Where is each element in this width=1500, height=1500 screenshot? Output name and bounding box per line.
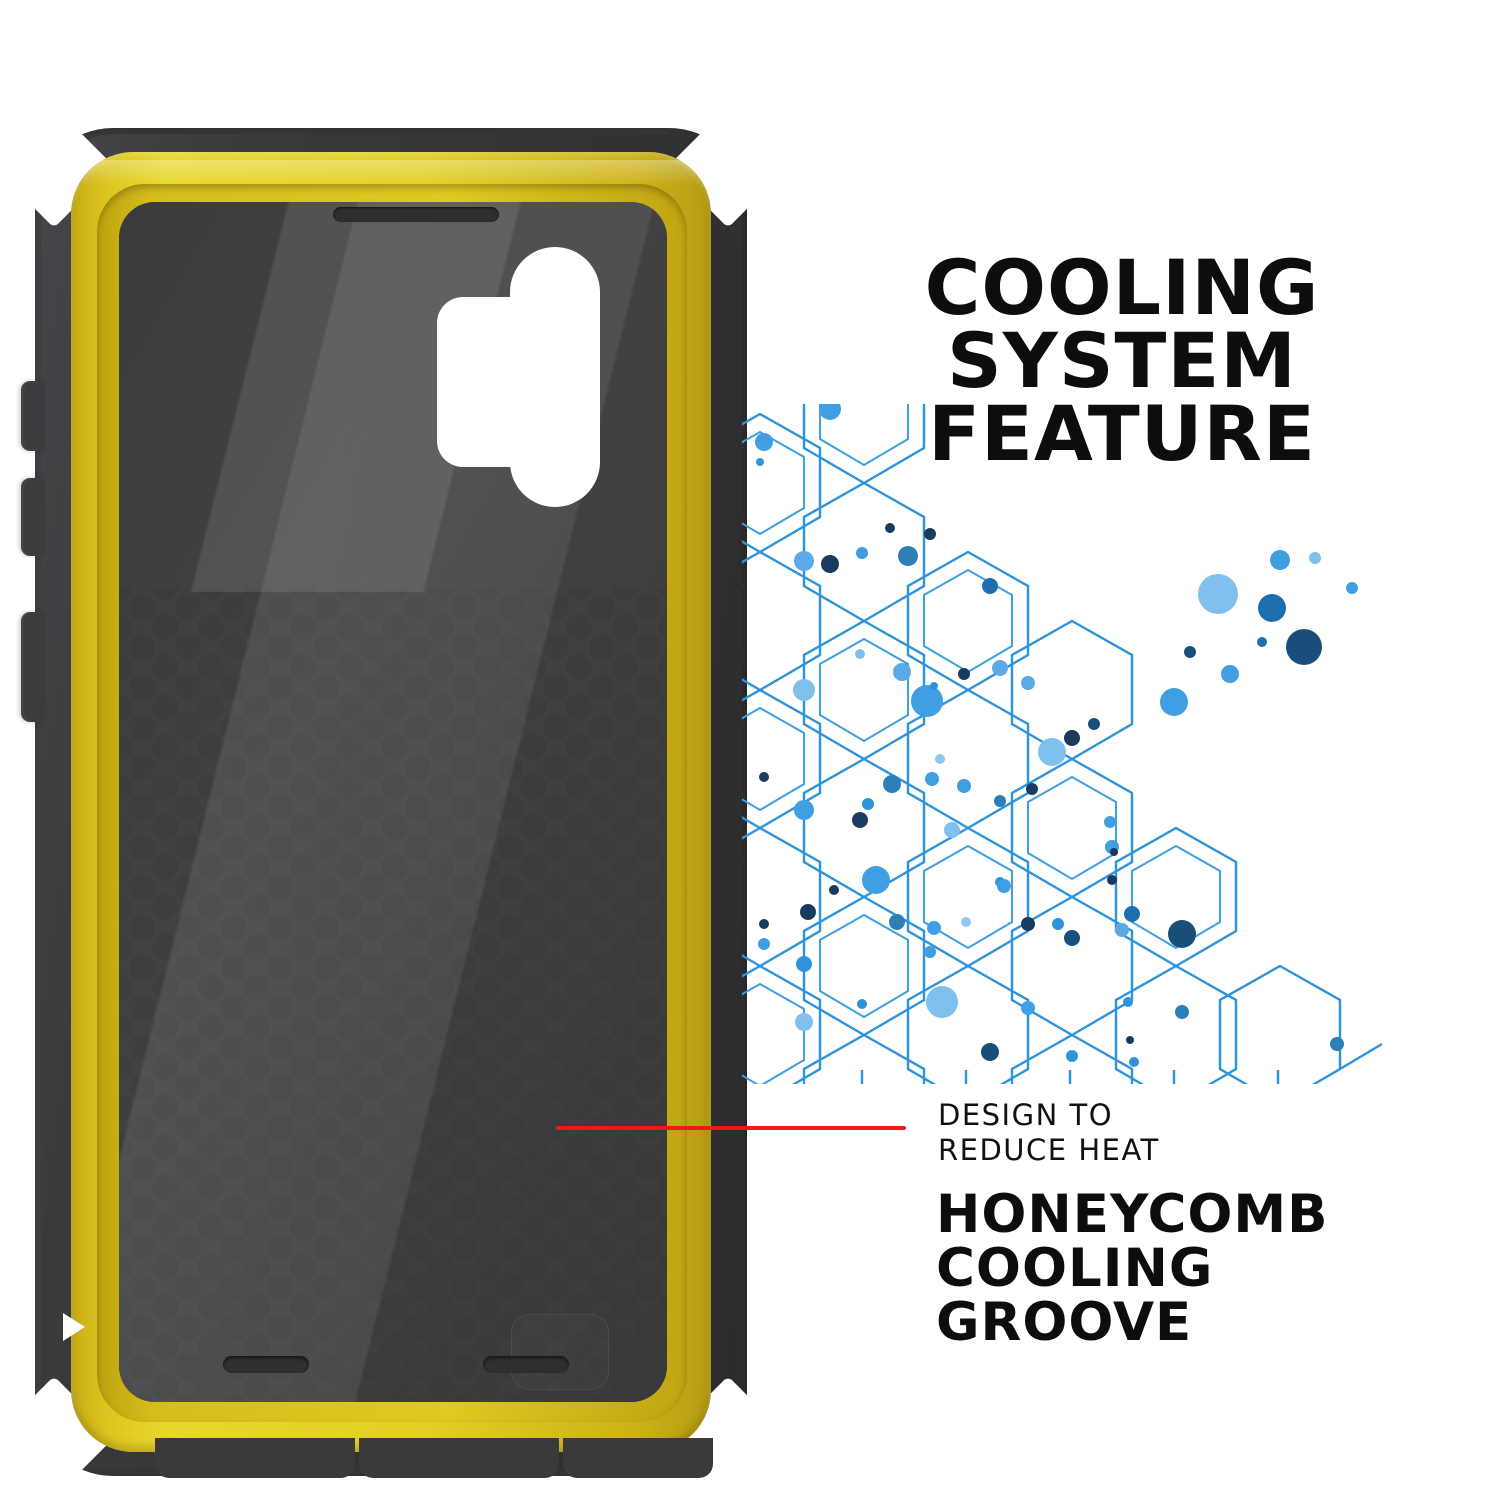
- phone-case-product-image: [0, 106, 789, 1498]
- annotation-line-2: REDUCE HEAT: [938, 1133, 1160, 1168]
- case-back-plate: [119, 202, 667, 1402]
- annotation-note: DESIGN TO REDUCE HEAT: [938, 1098, 1160, 1169]
- bezel-highlight: [81, 160, 701, 186]
- speaker-slot-left: [223, 1356, 309, 1373]
- volume-down-button: [21, 478, 45, 556]
- base-segment-center: [359, 1438, 559, 1478]
- callout-line-2: COOLING: [936, 1238, 1214, 1300]
- dispersal-dots: [944, 550, 1358, 838]
- play-triangle-marker: [63, 1313, 85, 1341]
- power-button: [21, 612, 45, 722]
- volume-up-button: [21, 381, 45, 451]
- callout-line-1: HONEYCOMB: [936, 1184, 1329, 1245]
- callout-line-3: GROOVE: [936, 1292, 1193, 1354]
- headline-line-2: FEATURE: [928, 388, 1316, 478]
- earpiece-slot: [333, 207, 499, 222]
- headline-line-1: COOLING SYSTEM: [924, 243, 1320, 405]
- camera-cutout-extension: [437, 297, 555, 467]
- speaker-slot-right: [483, 1356, 569, 1373]
- feature-callout: HONEYCOMB COOLING GROOVE: [936, 1184, 1329, 1354]
- hexagon-network-diagram: [698, 343, 1442, 1175]
- base-segment-left: [155, 1438, 355, 1478]
- hex-vertex-dots: [755, 398, 1344, 1067]
- annotation-line-1: DESIGN TO: [938, 1098, 1114, 1132]
- honeycomb-texture: [119, 587, 667, 1402]
- bottom-pad-outline: [511, 1314, 609, 1390]
- page-title: COOLING SYSTEM FEATURE: [752, 250, 1492, 478]
- red-pointer-line: [556, 1126, 906, 1130]
- base-segment-right: [563, 1438, 713, 1478]
- hexagon-network-svg: [698, 343, 1383, 1175]
- honeycomb-texture-highlight: [119, 587, 667, 1402]
